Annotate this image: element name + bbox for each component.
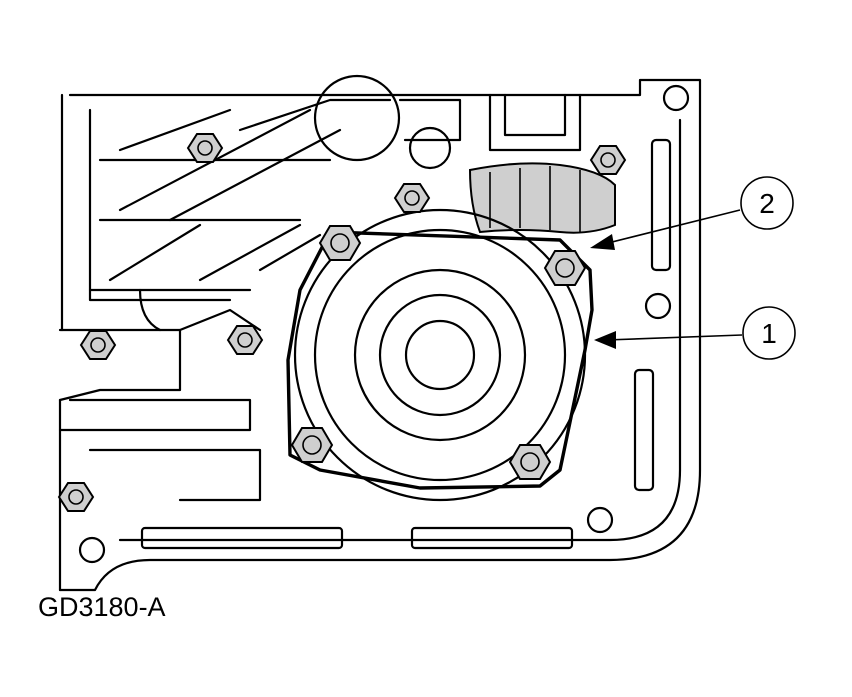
callout-2: 2 (590, 176, 794, 250)
bolt (393, 183, 431, 213)
figure-id: GD3180-A (38, 592, 166, 622)
cover-disk (293, 208, 587, 502)
gasket (286, 230, 594, 490)
callout-2-arrowhead (590, 234, 615, 250)
bolt (226, 325, 264, 355)
bolt (79, 330, 117, 360)
bolt (290, 427, 334, 463)
callout-1-arrowhead (594, 331, 616, 349)
bolt (589, 145, 627, 175)
top-boss (313, 74, 582, 170)
bolt (57, 482, 95, 512)
bolt-group (57, 133, 627, 512)
bolt (318, 225, 362, 261)
bolt (508, 444, 552, 480)
bolt (543, 250, 587, 286)
callout-1-label: 1 (761, 318, 777, 349)
right-features (78, 84, 690, 564)
callout-2-label: 2 (759, 188, 775, 219)
callout-1: 1 (594, 306, 796, 360)
coil-region (468, 162, 616, 234)
ribbed-casting (58, 98, 392, 502)
bolt (186, 133, 224, 163)
